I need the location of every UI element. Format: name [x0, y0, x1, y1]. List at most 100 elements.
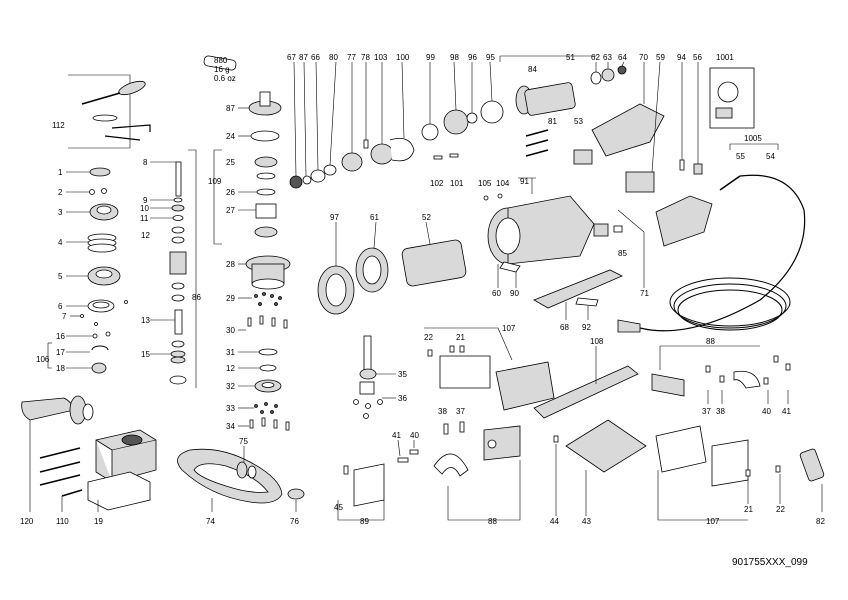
callout-33: 33 [226, 404, 235, 413]
balls-29 [238, 292, 282, 306]
balls-33 [254, 402, 278, 414]
callout-112: 112 [52, 121, 65, 130]
part-18-bearing [66, 362, 107, 374]
parts-102-101 [433, 153, 459, 160]
bracket-107b [655, 425, 781, 521]
part-16-screws [66, 322, 111, 339]
callout-108: 108 [590, 337, 604, 346]
part-3-nut [66, 203, 119, 221]
callout-17: 17 [56, 348, 65, 357]
callout-51: 51 [566, 53, 575, 62]
callout-22b: 22 [776, 505, 785, 514]
callout-89: 89 [360, 517, 369, 526]
flange-28 [238, 255, 291, 290]
callout-103: 103 [374, 53, 388, 62]
callout-43: 43 [582, 517, 591, 526]
callout-52: 52 [422, 213, 431, 222]
callout-11: 11 [140, 214, 149, 223]
part-31 [258, 348, 278, 356]
callout-27: 27 [226, 206, 235, 215]
screws-38-37 [443, 421, 465, 435]
sticker-92 [575, 297, 599, 320]
lever-68 [533, 269, 623, 320]
holder-59 [625, 61, 661, 193]
callout-60: 60 [492, 289, 501, 298]
callout-34: 34 [226, 422, 235, 431]
callout-26: 26 [226, 188, 235, 197]
callout-77: 77 [347, 53, 356, 62]
callout-98: 98 [450, 53, 459, 62]
callout-54: 54 [766, 152, 775, 161]
guide-89 [337, 463, 385, 521]
callout-75: 75 [239, 437, 248, 446]
callout-67: 67 [287, 53, 296, 62]
parts-99-95 [421, 61, 504, 141]
callout-102: 102 [430, 179, 444, 188]
callout-91: 91 [520, 177, 529, 186]
callout-19: 19 [94, 517, 103, 526]
screw-44 [553, 435, 559, 516]
callout-53: 53 [574, 117, 583, 126]
drawing-id: 901755XXX_099 [732, 557, 808, 568]
stack-109 [213, 130, 280, 245]
callout-66: 66 [311, 53, 320, 62]
grease-weight-g: 16 g [214, 65, 230, 74]
flange-61 [355, 221, 389, 293]
callout-37a: 37 [702, 407, 711, 416]
callout-55: 55 [736, 152, 745, 161]
callout-64: 64 [618, 53, 627, 62]
callout-45: 45 [334, 503, 343, 512]
callout-87b: 87 [299, 53, 308, 62]
callout-5: 5 [58, 272, 63, 281]
screw-94 [679, 62, 685, 171]
callout-24: 24 [226, 132, 235, 141]
callout-94: 94 [677, 53, 686, 62]
callout-76: 76 [290, 517, 299, 526]
callout-74: 74 [206, 517, 215, 526]
stator-52 [401, 221, 467, 287]
callout-1005: 1005 [744, 134, 762, 143]
callout-70: 70 [639, 53, 648, 62]
callout-28: 28 [226, 260, 235, 269]
callout-61: 61 [370, 213, 379, 222]
spindle-8 [150, 149, 197, 388]
part-2-screws [66, 188, 107, 195]
housing-97 [317, 222, 355, 315]
callout-62: 62 [591, 53, 600, 62]
part-7-pin [70, 300, 128, 318]
base-43 [565, 419, 647, 516]
callout-90: 90 [510, 289, 519, 298]
arm-108 [533, 346, 639, 419]
part-6-ring [66, 299, 115, 313]
callout-38a: 38 [716, 407, 725, 416]
part-56 [693, 62, 703, 175]
callout-44: 44 [550, 517, 559, 526]
callout-9: 9 [143, 196, 148, 205]
part-12b [259, 364, 277, 372]
callout-12b: 12 [226, 364, 235, 373]
callout-10: 10 [140, 204, 149, 213]
callout-7: 7 [62, 312, 67, 321]
tool-set-112 [68, 74, 151, 149]
callout-29: 29 [226, 294, 235, 303]
row-parts-66-103 [289, 61, 415, 189]
callout-87a: 87 [226, 104, 235, 113]
callout-106: 106 [36, 355, 50, 364]
callout-82: 82 [816, 517, 825, 526]
callout-100: 100 [396, 53, 410, 62]
plate-90 [499, 261, 521, 288]
plug-82 [799, 448, 825, 512]
callout-78: 78 [361, 53, 370, 62]
callout-3: 3 [58, 208, 63, 217]
grease-part-number: 880 [214, 56, 228, 65]
callout-25: 25 [226, 158, 235, 167]
callout-56: 56 [693, 53, 702, 62]
callout-88a: 88 [706, 337, 715, 346]
callout-40b: 40 [410, 431, 419, 440]
callout-86: 86 [192, 293, 201, 302]
screws-41-40a [397, 439, 419, 463]
callout-2: 2 [58, 188, 63, 197]
gear-housing-19 [87, 429, 157, 512]
callout-30: 30 [226, 326, 235, 335]
